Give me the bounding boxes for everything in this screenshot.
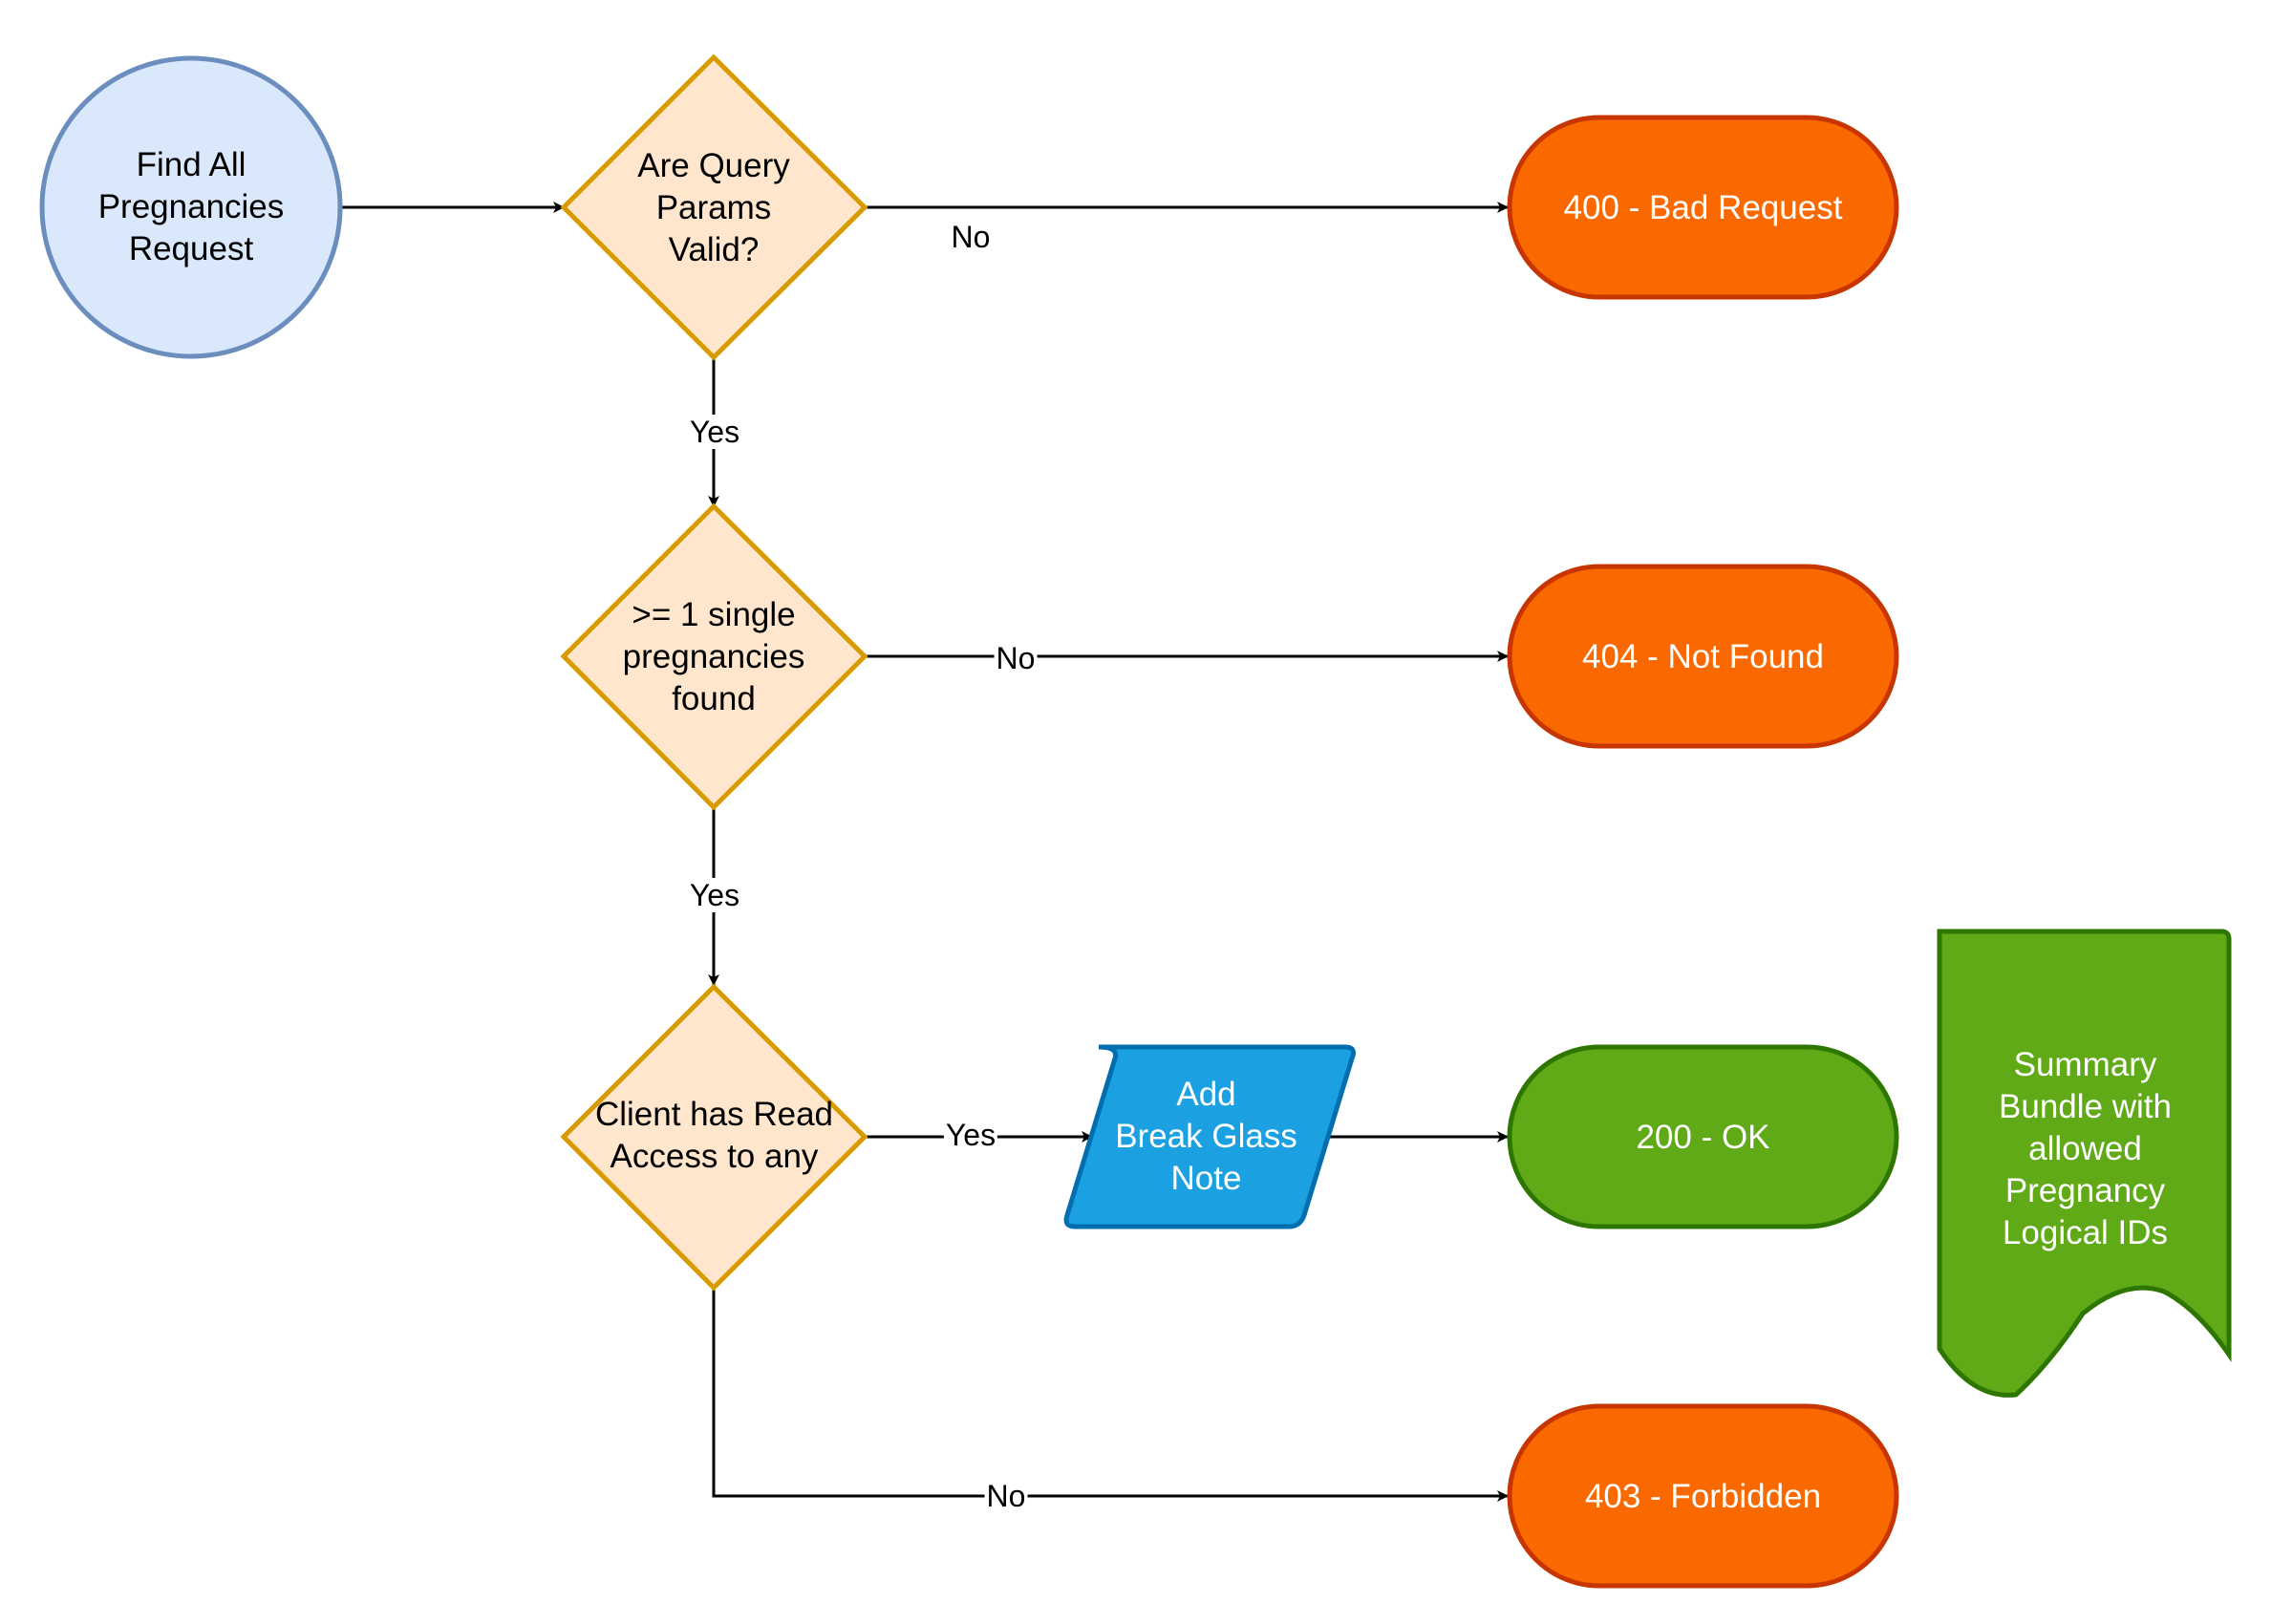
result-403-forbidden[interactable]	[1507, 1403, 1899, 1589]
edge-label-found-yes: Yes	[687, 878, 742, 912]
decision-pregnancies-found[interactable]	[560, 502, 868, 811]
decision-read-access[interactable]	[560, 983, 868, 1292]
add-break-glass-note[interactable]	[1063, 1044, 1356, 1229]
edges	[339, 202, 1509, 1502]
result-200-ok[interactable]	[1507, 1044, 1899, 1229]
summary-bundle-document[interactable]	[1937, 929, 2232, 1398]
edge-label-access-no: No	[984, 1479, 1028, 1513]
edge-access-no	[712, 1288, 1509, 1502]
result-404-not-found[interactable]	[1507, 564, 1899, 749]
result-400-bad-request[interactable]	[1507, 115, 1899, 300]
edge-label-access-yes: Yes	[943, 1118, 998, 1152]
edge-label-params-yes: Yes	[687, 415, 742, 449]
decision-params-valid[interactable]	[560, 53, 868, 361]
start-node[interactable]	[39, 55, 343, 359]
edge-label-found-no: No	[994, 641, 1038, 675]
edge-label-params-no: No	[949, 220, 993, 254]
